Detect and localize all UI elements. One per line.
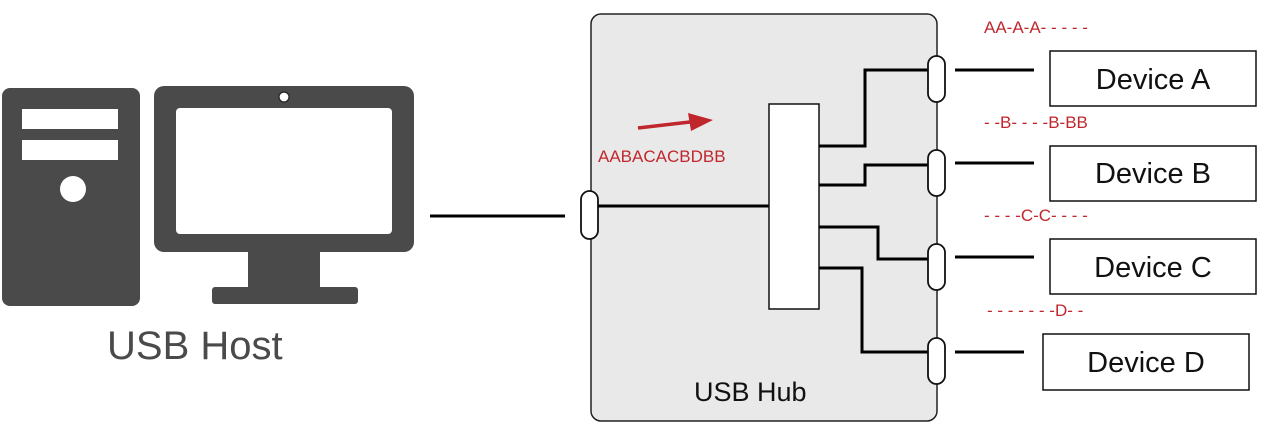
device-label-b: Device B xyxy=(1095,158,1211,190)
hub-switch-block xyxy=(768,103,820,310)
host-label: USB Host xyxy=(107,324,283,368)
device-box-b xyxy=(1049,145,1257,202)
hub-port-c xyxy=(927,243,946,291)
stream-arrow-icon xyxy=(637,113,713,131)
hub-port-b xyxy=(927,149,946,197)
device-box-a xyxy=(1049,50,1257,107)
hub-upstream-port xyxy=(580,190,599,240)
device-traffic-c: - - - -C-C- - - - xyxy=(984,206,1088,225)
device-traffic-a: AA-A-A- - - - - xyxy=(984,18,1088,37)
monitor-camera xyxy=(278,91,290,103)
hub-stream-label: AABACACBDBB xyxy=(598,147,726,166)
device-label-c: Device C xyxy=(1094,252,1212,284)
monitor-neck xyxy=(248,252,320,288)
hub-internal-wire-c xyxy=(819,225,930,261)
monitor-base xyxy=(212,287,358,304)
hub-port-d xyxy=(927,337,946,385)
monitor-screen xyxy=(176,108,392,234)
hub-internal-wire-a xyxy=(819,68,930,148)
hub-port-a xyxy=(927,55,946,103)
pc-drive-slot-2 xyxy=(22,140,118,160)
hub-internal-wire-b xyxy=(819,163,930,187)
pc-drive-slot-1 xyxy=(22,109,118,129)
device-traffic-d: - - - - - - -D- - xyxy=(987,301,1083,320)
pc-power-button xyxy=(60,176,86,202)
device-label-a: Device A xyxy=(1096,64,1211,96)
hub-body xyxy=(590,13,938,422)
device-label-d: Device D xyxy=(1087,347,1205,379)
hub-internal-wire-d xyxy=(819,266,930,354)
device-traffic-b: - -B- - - -B-BB xyxy=(984,113,1088,132)
device-box-c xyxy=(1049,238,1257,295)
device-box-d xyxy=(1042,333,1250,391)
computer-icon xyxy=(2,86,414,306)
hub-label: USB Hub xyxy=(694,377,807,407)
